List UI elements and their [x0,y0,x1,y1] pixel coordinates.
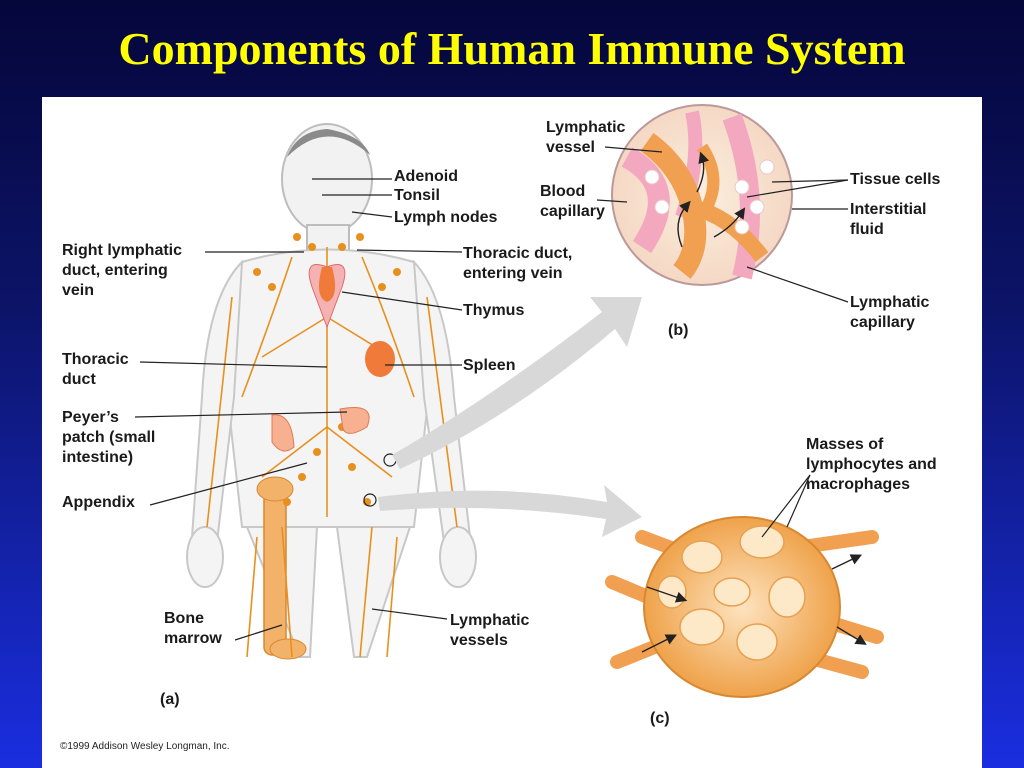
capillary-bed-illustration [611,104,793,286]
label-lymph-nodes: Lymph nodes [394,209,498,226]
panel-a-marker: (a) [160,691,180,708]
label-lymphatic-vessels: Lymphatic vessels [450,612,530,649]
label-peyers-patch: Peyer’s patch (small intestine) [62,409,156,466]
human-body-figure [186,123,477,660]
label-bone-marrow: Bone marrow [164,610,222,647]
slide-title: Components of Human Immune System [118,23,906,74]
label-thymus: Thymus [463,302,525,319]
lymph-node-illustration [605,516,884,698]
label-masses-of-lymphocytes: Masses of lymphocytes and macrophages [806,436,937,493]
label-adenoid: Adenoid [394,168,458,185]
label-appendix: Appendix [62,494,135,511]
label-interstitial-fluid: Interstitial fluid [850,201,927,238]
label-thoracic-duct: Thoracic duct [62,351,129,388]
leader-lines-b [596,146,849,303]
label-tissue-cells: Tissue cells [850,171,941,188]
label-lymphatic-vessel: Lymphatic vessel [546,119,626,156]
label-lymphatic-capillary: Lymphatic capillary [850,294,930,331]
leader-lines-c [761,474,811,538]
panel-c-marker: (c) [650,710,670,727]
label-thoracic-duct-entering-vein: Thoracic duct, entering vein [463,245,573,282]
diagram-figure: Adenoid Tonsil Lymph nodes Right lymphat… [42,97,982,768]
label-right-lymphatic-duct: Right lymphatic duct, entering vein [62,242,183,299]
connector-arrows [378,297,642,537]
panel-b-marker: (b) [668,322,689,339]
leader-lines-a [134,178,463,641]
copyright-notice: ©1999 Addison Wesley Longman, Inc. [60,741,230,752]
label-spleen: Spleen [463,357,516,374]
diagram-artwork [134,104,884,698]
label-tonsil: Tonsil [394,187,440,204]
label-blood-capillary: Blood capillary [540,183,605,220]
